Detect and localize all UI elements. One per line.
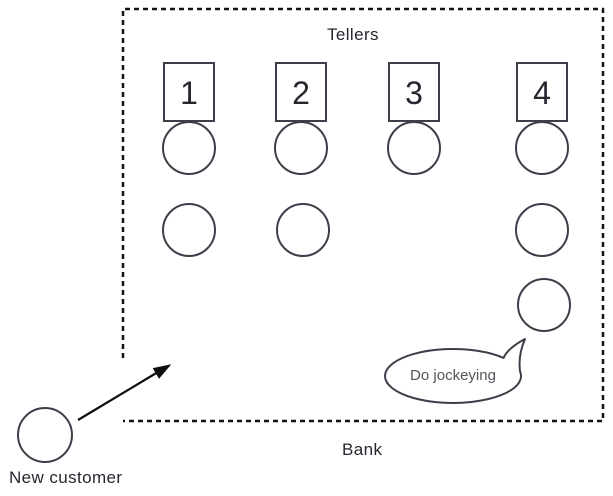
arrival-arrow-head — [152, 364, 172, 379]
speech-bubble-text: Do jockeying — [410, 367, 496, 384]
customer-circle-queue1-pos2 — [162, 203, 216, 257]
teller-number-1: 1 — [180, 75, 198, 111]
customer-circle-queue2-pos2 — [276, 203, 330, 257]
bank-boundary-dashed-border — [121, 7, 605, 423]
teller-number-2: 2 — [292, 75, 310, 111]
arrival-arrow-line — [77, 371, 159, 421]
customer-circle-queue1-pos1 — [162, 121, 216, 175]
teller-number-3: 3 — [405, 75, 423, 111]
customer-circle-queue4-pos3 — [517, 278, 571, 332]
customer-circle-queue2-pos1 — [274, 121, 328, 175]
speech-bubble-shape — [384, 338, 526, 404]
teller-number-4: 4 — [533, 75, 551, 111]
customer-circle-queue4-pos2 — [515, 203, 569, 257]
new-customer-label: New customer — [9, 468, 123, 487]
customer-circle-queue3-pos1 — [387, 121, 441, 175]
bank-label: Bank — [342, 440, 383, 459]
customer-circle-queue4-pos1 — [515, 121, 569, 175]
tellers-label: Tellers — [327, 25, 379, 44]
new-customer-circle — [17, 407, 73, 463]
